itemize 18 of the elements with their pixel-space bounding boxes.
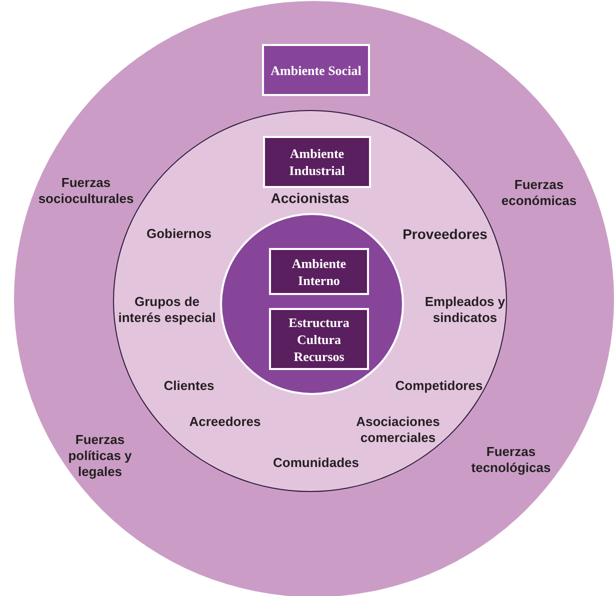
stakeholder-label: Proveedores	[402, 226, 488, 242]
environment-box: Ambiente Social	[262, 44, 370, 96]
stakeholder-label: Comunidades	[273, 455, 359, 471]
stakeholder-label: Fuerzas tecnológicas	[470, 444, 552, 476]
stakeholder-label: Fuerzas socioculturales	[37, 175, 135, 207]
stakeholder-label: Acreedores	[189, 414, 261, 430]
stakeholder-label: Clientes	[164, 378, 214, 394]
stakeholder-label: Accionistas	[270, 190, 350, 206]
stakeholder-label: Competidores	[395, 378, 483, 394]
stakeholder-label: Grupos de interés especial	[117, 294, 217, 326]
stakeholder-label: Fuerzas económicas	[500, 177, 578, 209]
stakeholder-label: Asociaciones comerciales	[355, 414, 441, 446]
stakeholder-label: Gobiernos	[146, 226, 212, 242]
environment-box: Estructura Cultura Recursos	[269, 308, 369, 370]
stakeholder-label: Empleados y sindicatos	[424, 294, 506, 326]
environment-box: Ambiente Industrial	[263, 136, 371, 188]
stakeholder-label: Fuerzas políticas y legales	[67, 432, 133, 480]
environment-box: Ambiente Interno	[269, 248, 369, 295]
